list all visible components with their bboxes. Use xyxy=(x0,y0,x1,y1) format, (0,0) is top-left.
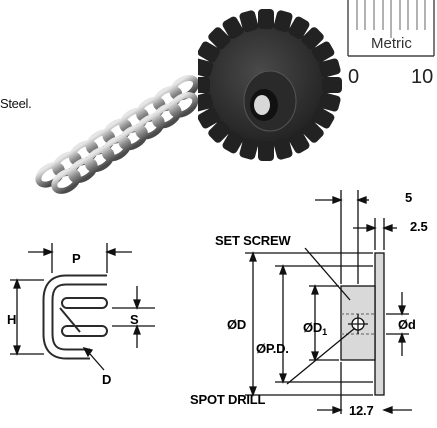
height-label: H xyxy=(7,312,16,327)
ruler-end-value: 10 xyxy=(411,66,434,88)
roller-chain-photo xyxy=(35,74,200,194)
pitch-diameter-label: ØP.D. xyxy=(256,341,289,356)
metric-ruler: Metric xyxy=(340,0,437,95)
ruler-ticks xyxy=(347,0,435,57)
sprocket-photo xyxy=(198,9,342,161)
ruler-label: Metric xyxy=(371,35,412,52)
bore-diameter-label: Ød xyxy=(398,317,416,332)
outer-diameter-label: ØD xyxy=(227,317,246,332)
dimension-5-label: 5 xyxy=(405,190,412,205)
hub-diameter-label: ØD1 xyxy=(303,320,327,337)
product-description-fragment: Steel. xyxy=(0,96,32,111)
sprocket-dimension-drawing: SET SCREW 5 2.5 ØD ØP.D. ØD1 Ød SPOT DRI… xyxy=(190,190,428,418)
hub-diameter-label-main: ØD xyxy=(303,320,322,335)
dimension-12-7-label: 12.7 xyxy=(349,403,374,418)
ruler-start-value: 0 xyxy=(348,66,360,88)
pitch-label: P xyxy=(72,251,81,266)
spacing-label: S xyxy=(130,312,139,327)
hub-diameter-subscript: 1 xyxy=(322,327,327,337)
set-screw-label: SET SCREW xyxy=(215,233,291,248)
dimension-2-5-label: 2.5 xyxy=(410,219,427,234)
spot-drill-label: SPOT DRILL xyxy=(190,392,266,407)
chain-link-drawing: P H S D xyxy=(7,243,155,387)
diameter-label: D xyxy=(102,372,111,387)
